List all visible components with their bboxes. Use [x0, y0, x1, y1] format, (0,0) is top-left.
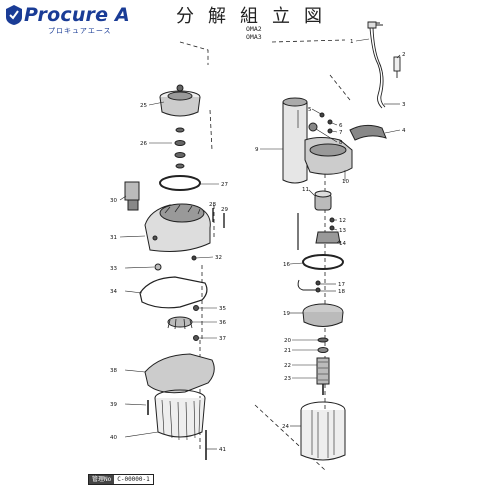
part-bottom-cover: [144, 353, 215, 394]
assembly-centerline-left: [179, 41, 215, 450]
part-capacitor: [314, 190, 332, 211]
part-label-20: 20: [284, 338, 291, 344]
part-capacitor-clip: [315, 231, 341, 244]
part-label-27: 27: [221, 182, 228, 188]
part-cable-clamp: [349, 124, 387, 141]
part-label-6: 6: [339, 123, 343, 129]
part-label-39: 39: [110, 402, 117, 408]
part-label-33: 33: [110, 266, 117, 272]
drawing-number-box: 管理No C-00000-1: [88, 474, 154, 485]
part-label-22: 22: [284, 363, 291, 369]
part-label-29: 29: [221, 207, 228, 213]
logo-text: Procure A: [24, 4, 130, 26]
part-label-30: 30: [110, 198, 117, 204]
model-label-1: OMA2: [246, 25, 262, 33]
model-label-2: OMA3: [246, 33, 262, 41]
part-label-16: 16: [283, 262, 290, 268]
part-label-9: 9: [255, 147, 259, 153]
part-label-36: 36: [219, 320, 226, 326]
logo-mark-icon: [6, 5, 22, 25]
part-o-ring-motor: [302, 254, 344, 270]
part-screw-17: [315, 280, 321, 286]
part-nut-8: [308, 122, 318, 132]
part-nut-37: [193, 335, 199, 341]
part-label-35: 35: [219, 306, 226, 312]
part-power-cable: [367, 21, 401, 109]
part-label-17: 17: [338, 282, 345, 288]
part-washer-35: [193, 305, 199, 311]
part-label-8: 8: [339, 140, 343, 146]
part-label-26: 26: [140, 141, 147, 147]
page-title: 分解組立図: [176, 6, 336, 27]
part-top-cover: [159, 84, 201, 117]
part-impeller: [167, 316, 193, 330]
part-screw-32: [191, 255, 197, 261]
part-label-5: 5: [308, 107, 312, 113]
part-labels: 1 2 3 4 5 6 7 8 9 10 11 12 13 14 16 17 1…: [110, 39, 406, 453]
part-label-19: 19: [283, 311, 290, 317]
part-label-21: 21: [284, 348, 291, 354]
part-strainer: [154, 389, 206, 441]
part-bolt-washers: [174, 127, 186, 169]
part-seal-20: [317, 337, 329, 343]
part-label-28: 28: [209, 202, 216, 208]
part-screw-12: [329, 217, 335, 223]
part-label-18: 18: [338, 289, 345, 295]
part-motor-housing-top: [304, 137, 353, 175]
part-label-7: 7: [339, 130, 343, 136]
part-pump-casing: [144, 203, 211, 252]
brand-logo[interactable]: Procure A プロキュアエース: [4, 2, 172, 36]
part-handle-tube: [282, 97, 308, 184]
logo-subtext: プロキュアエース: [48, 27, 112, 35]
part-label-23: 23: [284, 376, 291, 382]
part-label-2: 2: [402, 52, 406, 58]
drawing-number-label: 管理No: [89, 475, 115, 484]
part-label-32: 32: [215, 255, 222, 261]
part-screw-18: [315, 287, 321, 293]
part-seal-21: [317, 347, 329, 353]
part-label-3: 3: [402, 102, 406, 108]
part-stator-frame: [300, 401, 346, 461]
part-label-37: 37: [219, 336, 226, 342]
part-discharge-elbow: [124, 181, 140, 211]
part-o-ring-upper: [159, 175, 201, 191]
part-label-10: 10: [342, 179, 349, 185]
part-label-12: 12: [339, 218, 346, 224]
part-washer-7: [327, 128, 333, 134]
part-screw-13: [329, 225, 335, 231]
part-label-24: 24: [282, 424, 289, 430]
part-label-13: 13: [339, 228, 346, 234]
leader-lines: [119, 38, 401, 450]
part-switch-lead: [297, 279, 316, 291]
drawing-number-value: C-00000-1: [117, 476, 150, 483]
part-screw-6: [327, 119, 333, 125]
part-label-34: 34: [110, 289, 117, 295]
assembly-centerline-right: [254, 39, 351, 471]
part-plug-33: [154, 263, 162, 271]
part-label-25: 25: [140, 103, 147, 109]
part-label-40: 40: [110, 435, 117, 441]
part-label-11: 11: [302, 187, 309, 193]
part-label-41: 41: [219, 447, 226, 453]
part-label-1: 1: [350, 39, 354, 45]
part-label-31: 31: [110, 235, 117, 241]
part-label-14: 14: [339, 241, 346, 247]
part-rotor: [316, 357, 330, 395]
part-label-38: 38: [110, 368, 117, 374]
part-label-4: 4: [402, 128, 406, 134]
part-casing-gasket: [139, 276, 208, 309]
part-motor-bracket: [302, 303, 344, 327]
